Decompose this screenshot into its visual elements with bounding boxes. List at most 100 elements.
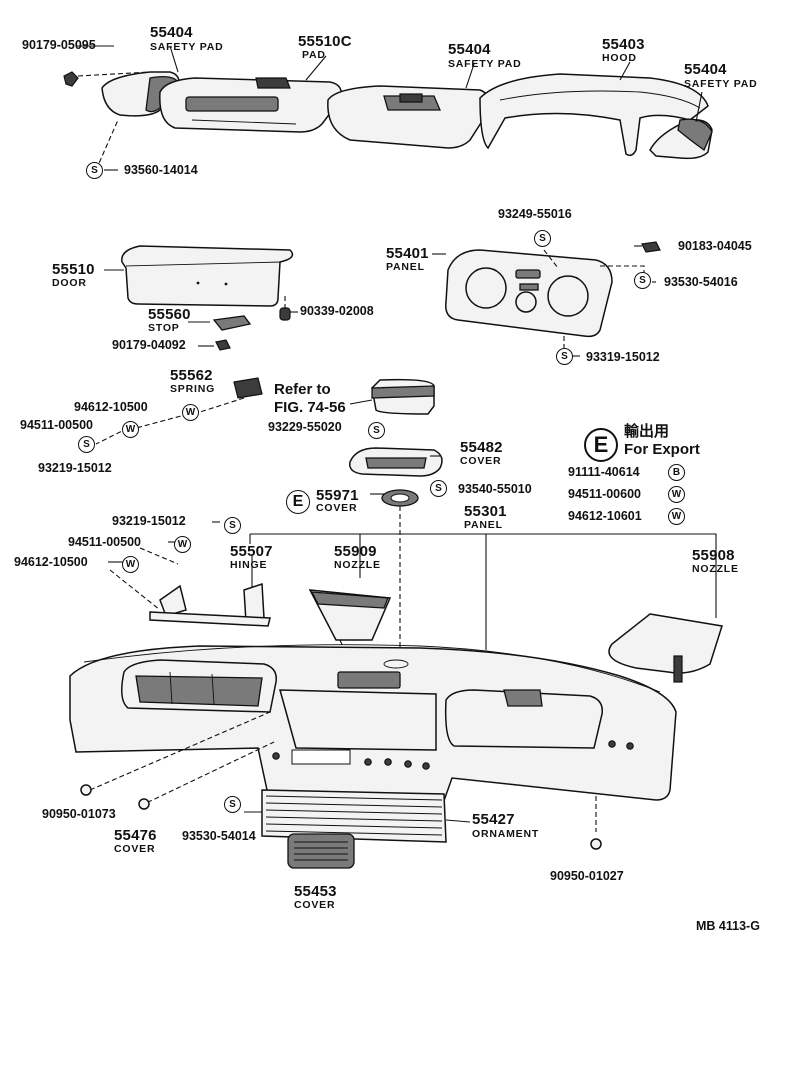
label-93229-55020: 93229-55020	[268, 420, 342, 434]
cover-55482	[349, 447, 443, 477]
label-93319-15012: 93319-15012	[586, 350, 660, 364]
label-hood: HOOD	[602, 52, 637, 64]
label-55403: 55403	[602, 36, 645, 53]
label-55404-a: 55404	[150, 24, 193, 41]
label-94511-00600: 94511-00600	[568, 487, 641, 501]
hinge-55507	[149, 582, 271, 627]
label-55971: 55971	[316, 487, 359, 504]
symbol-w-94612-10601: W	[668, 508, 685, 525]
nozzle-55908	[608, 613, 723, 683]
label-ornament: ORNAMENT	[472, 828, 540, 840]
label-90950-01073: 90950-01073	[42, 807, 116, 821]
symbol-b-91111: B	[668, 464, 685, 481]
symbol-w-94612-a: W	[182, 404, 199, 421]
clip-90179-04092-shape	[215, 339, 231, 351]
glove-door	[121, 245, 294, 307]
label-55560: 55560	[148, 306, 191, 323]
pad-center-left	[159, 77, 342, 133]
label-55476: 55476	[114, 827, 157, 844]
label-94612-10601: 94612-10601	[568, 509, 642, 523]
label-55510: 55510	[52, 261, 95, 278]
figure-reference-code: MB 4113-G	[696, 919, 760, 933]
label-nozzle-b: NOZZLE	[692, 563, 739, 575]
safety-pad-right	[649, 118, 713, 160]
label-93530-54014: 93530-54014	[182, 829, 256, 843]
label-93560-14014: 93560-14014	[124, 163, 198, 177]
label-94612-10500-b: 94612-10500	[14, 555, 88, 569]
bumper-90339-02008-shape	[279, 307, 291, 321]
symbol-w-94511-b: W	[174, 536, 191, 553]
symbol-e-55971: E	[286, 490, 310, 514]
label-55453: 55453	[294, 883, 337, 900]
label-93540-55010: 93540-55010	[458, 482, 532, 496]
label-55404-c: 55404	[684, 61, 727, 78]
ornament-55427	[261, 789, 447, 843]
symbol-s-93560: S	[86, 162, 103, 179]
clip-90179-05095-shape	[63, 71, 79, 87]
label-door: DOOR	[52, 277, 87, 289]
box-refer	[371, 378, 435, 415]
symbol-s-93319: S	[556, 348, 573, 365]
label-safety-pad-c: SAFETY PAD	[684, 78, 758, 90]
safety-pad-middle	[327, 85, 490, 149]
label-safety-pad-b: SAFETY PAD	[448, 58, 522, 70]
label-cover-d: COVER	[294, 899, 336, 911]
label-export-cjk: 輸出用	[624, 423, 670, 440]
label-refer-to: Refer to	[274, 381, 331, 398]
label-55562: 55562	[170, 367, 213, 384]
label-spring: SPRING	[170, 383, 216, 395]
label-55507: 55507	[230, 543, 273, 560]
label-90179-05095: 90179-05095	[22, 38, 96, 52]
label-90179-04092: 90179-04092	[112, 338, 186, 352]
meter-panel	[445, 249, 613, 338]
label-93219-15012-a: 93219-15012	[38, 461, 112, 475]
label-refer-fig: FIG. 74-56	[274, 399, 346, 416]
symbol-s-93530-54016: S	[634, 272, 651, 289]
label-safety-pad-a: SAFETY PAD	[150, 41, 224, 53]
cover-55453	[287, 833, 355, 869]
label-hinge: HINGE	[230, 559, 268, 571]
cover-55476-shape	[138, 798, 150, 810]
label-90339-02008: 90339-02008	[300, 304, 374, 318]
label-55301: 55301	[464, 503, 507, 520]
label-cover-c: COVER	[114, 843, 156, 855]
label-cover-a: COVER	[460, 455, 502, 467]
symbol-s-93219-a: S	[78, 436, 95, 453]
label-55909: 55909	[334, 543, 377, 560]
nozzle-55909	[308, 589, 392, 641]
symbol-s-93249: S	[534, 230, 551, 247]
label-nozzle-a: NOZZLE	[334, 559, 381, 571]
symbol-s-93530-54014: S	[224, 796, 241, 813]
symbol-w-94511-00600: W	[668, 486, 685, 503]
label-panel-a: PANEL	[386, 261, 425, 273]
symbol-w-94511-a: W	[122, 421, 139, 438]
symbol-s-93229: S	[368, 422, 385, 439]
symbol-s-93219-b: S	[224, 517, 241, 534]
stop-55560-shape	[212, 315, 252, 331]
label-pad: PAD	[302, 49, 326, 61]
label-55510c: 55510C	[298, 33, 352, 50]
label-90950-01027: 90950-01027	[550, 869, 624, 883]
label-stop: STOP	[148, 322, 180, 334]
spring-55562-shape	[233, 377, 263, 399]
label-94511-00500-b: 94511-00500	[68, 535, 141, 549]
label-55427: 55427	[472, 811, 515, 828]
label-93530-54016: 93530-54016	[664, 275, 738, 289]
instrument-panel	[69, 644, 677, 813]
symbol-w-94612-b: W	[122, 556, 139, 573]
label-55482: 55482	[460, 439, 503, 456]
label-90183-04045: 90183-04045	[678, 239, 752, 253]
label-94612-10500-a: 94612-10500	[74, 400, 148, 414]
export-code-e: E	[584, 428, 618, 462]
screw-90950-01027-shape	[590, 838, 602, 850]
label-94511-00500-a: 94511-00500	[20, 418, 93, 432]
label-for-export: For Export	[624, 441, 700, 458]
symbol-s-93540: S	[430, 480, 447, 497]
label-55908: 55908	[692, 547, 735, 564]
label-55401: 55401	[386, 245, 429, 262]
label-panel-b: PANEL	[464, 519, 503, 531]
label-cover-b: COVER	[316, 502, 358, 514]
hood	[479, 73, 709, 157]
screw-90950-01073-shape	[80, 784, 92, 796]
